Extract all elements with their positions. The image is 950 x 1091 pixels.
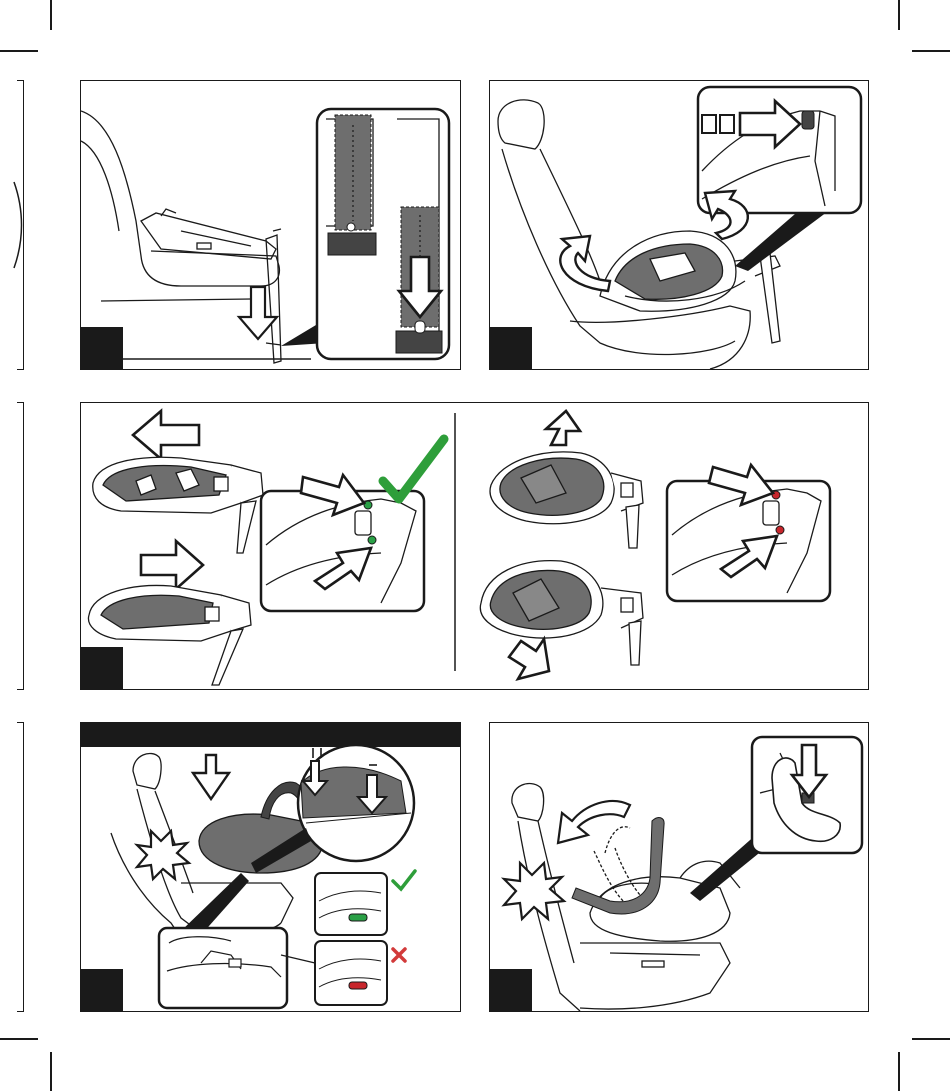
crop-mark: [898, 1052, 900, 1091]
crop-mark: [912, 1038, 950, 1040]
step-number-box: [81, 969, 123, 1011]
crop-mark: [0, 1038, 38, 1040]
step-c-panel: [80, 402, 869, 690]
crop-mark: [50, 0, 52, 30]
step-a-illustration: [81, 81, 461, 370]
vehicle-seat-outline: [81, 111, 279, 286]
crop-mark: [912, 50, 950, 52]
step-b-panel: [489, 80, 869, 370]
step-e-illustration: [490, 723, 869, 1012]
step-number-box: [81, 327, 123, 369]
side-bracket: [17, 402, 24, 690]
incorrect-indicator-zoom: [315, 941, 387, 1005]
binding-curve: [0, 180, 30, 270]
up-arrow-icon: [546, 411, 580, 445]
leg-extended-gray: [335, 115, 371, 230]
green-indicator-icon: [368, 536, 376, 544]
correct-indicator-zoom: [315, 873, 387, 935]
side-bracket: [17, 722, 24, 1012]
checkmark-icon: [393, 871, 415, 889]
down-arrow-icon: [509, 639, 549, 679]
cross-icon: [393, 949, 405, 961]
green-indicator-icon: [364, 501, 372, 509]
step-a-panel: [80, 80, 461, 370]
right-arrow-icon: [141, 541, 203, 589]
isofix-base-outline: [141, 213, 276, 259]
crop-mark: [0, 50, 38, 52]
step-c-illustration: [81, 403, 869, 690]
step-number-box: [490, 327, 532, 369]
curved-arrow-icon: [558, 801, 630, 843]
step-number-box: [490, 969, 532, 1011]
step-number-box: [81, 647, 123, 689]
step-d-illustration: [81, 723, 461, 1012]
rotate-arrow-icon: [560, 236, 610, 291]
crop-mark: [50, 1052, 52, 1091]
red-indicator-icon: [776, 526, 784, 534]
crop-mark: [898, 0, 900, 30]
step-d-panel: [80, 722, 461, 1012]
step-e-panel: [489, 722, 869, 1012]
left-arrow-icon: [133, 411, 199, 459]
click-burst-icon: [137, 831, 189, 879]
step-b-illustration: [490, 81, 869, 370]
